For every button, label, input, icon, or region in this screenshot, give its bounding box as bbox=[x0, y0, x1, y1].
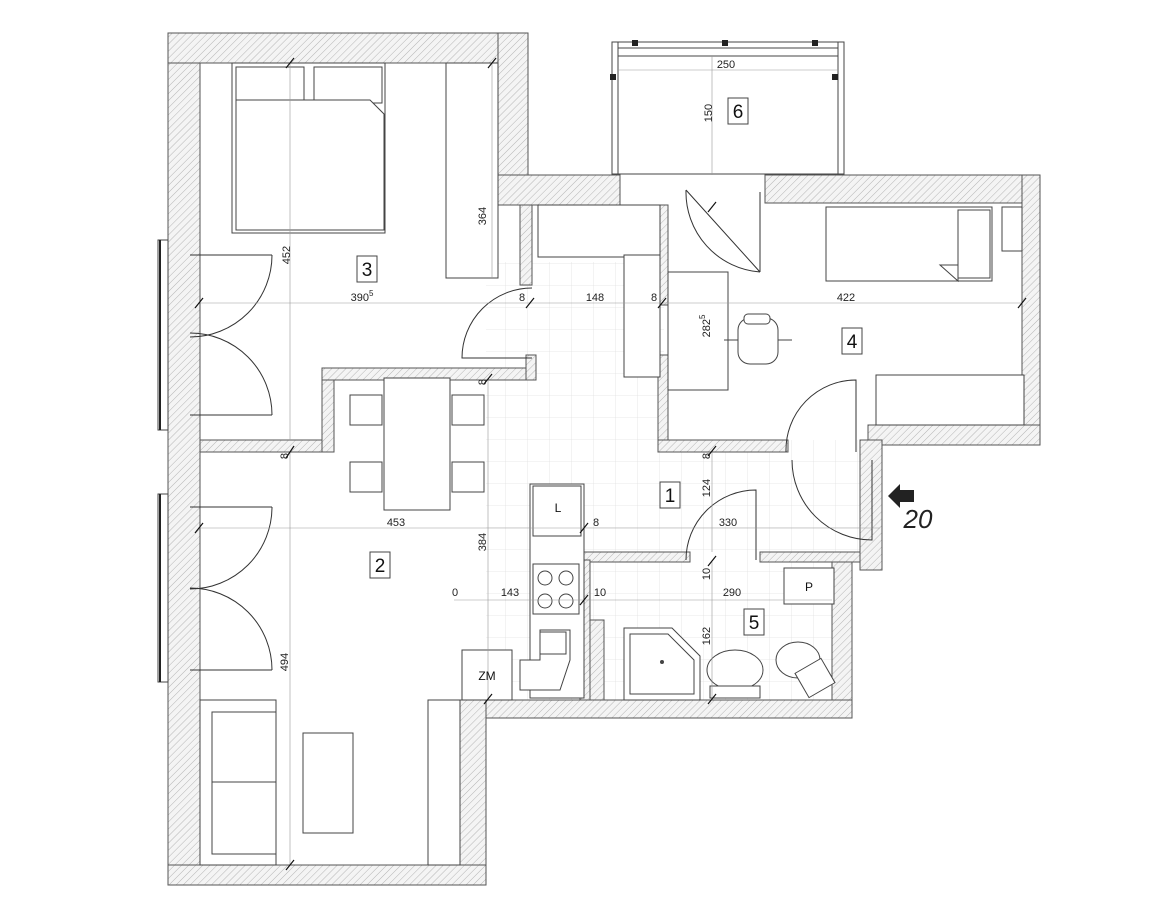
dim-kitchen-zero: 0 bbox=[452, 587, 458, 599]
windows bbox=[157, 239, 169, 683]
dim-room2-width: 453 bbox=[387, 517, 405, 529]
room2-furniture bbox=[199, 377, 485, 866]
entrance-number: 20 bbox=[903, 504, 933, 534]
room4-furniture bbox=[537, 204, 1025, 426]
dim-room3-width: 3905 bbox=[351, 289, 374, 304]
room-number-4: 4 bbox=[847, 332, 858, 353]
dim-wall-10-a: 10 bbox=[594, 587, 606, 599]
storage-label: ZM bbox=[478, 669, 495, 683]
dim-balcony-width: 250 bbox=[717, 59, 735, 71]
dim-kitchen-width: 143 bbox=[501, 587, 519, 599]
bathroom-furniture bbox=[623, 567, 836, 701]
fridge-label: L bbox=[555, 501, 562, 515]
dimension-labels: 250 150 452 364 3905 8 148 8 422 2825 8 … bbox=[279, 59, 855, 671]
dim-wall-8-c: 8 bbox=[701, 453, 713, 459]
dim-balcony-depth: 150 bbox=[703, 104, 715, 122]
dim-hall-wall-a: 8 bbox=[519, 292, 525, 304]
entrance-arrow-icon bbox=[888, 484, 914, 508]
pantry-label: P bbox=[805, 580, 813, 594]
balcony bbox=[610, 40, 845, 175]
dim-room3-wardrobe: 364 bbox=[477, 207, 489, 225]
dim-hall-width: 148 bbox=[586, 292, 604, 304]
door-swings bbox=[189, 189, 873, 671]
room-number-2: 2 bbox=[375, 556, 386, 577]
walls bbox=[167, 32, 1041, 886]
dimension-lines bbox=[194, 57, 1027, 871]
room-number-6: 6 bbox=[733, 102, 744, 123]
office-chair-icon bbox=[724, 313, 792, 365]
dim-room3-depth: 452 bbox=[281, 246, 293, 264]
kitchen-furniture bbox=[461, 483, 585, 701]
room-number-5: 5 bbox=[749, 613, 760, 634]
dim-bath-depth: 162 bbox=[701, 627, 713, 645]
dim-room4-desk: 2825 bbox=[698, 314, 713, 337]
dim-room2-depth: 494 bbox=[279, 653, 291, 671]
dim-bath-width: 290 bbox=[723, 587, 741, 599]
dim-room2-kitchen-depth: 384 bbox=[477, 533, 489, 551]
dim-wall-8-d: 8 bbox=[593, 517, 599, 529]
room-number-1: 1 bbox=[665, 486, 676, 507]
dim-room1-width: 330 bbox=[719, 517, 737, 529]
room-number-3: 3 bbox=[362, 260, 373, 281]
room-labels: 3 6 4 1 2 5 bbox=[356, 97, 863, 636]
room3-furniture bbox=[231, 62, 499, 279]
dim-room1-depth: 124 bbox=[701, 479, 713, 497]
dim-wall-10-b: 10 bbox=[701, 568, 713, 580]
dim-wall-8-b: 8 bbox=[279, 453, 291, 459]
dim-room4-width: 422 bbox=[837, 292, 855, 304]
dim-wall-8-a: 8 bbox=[477, 379, 489, 385]
dim-hall-wall-b: 8 bbox=[651, 292, 657, 304]
